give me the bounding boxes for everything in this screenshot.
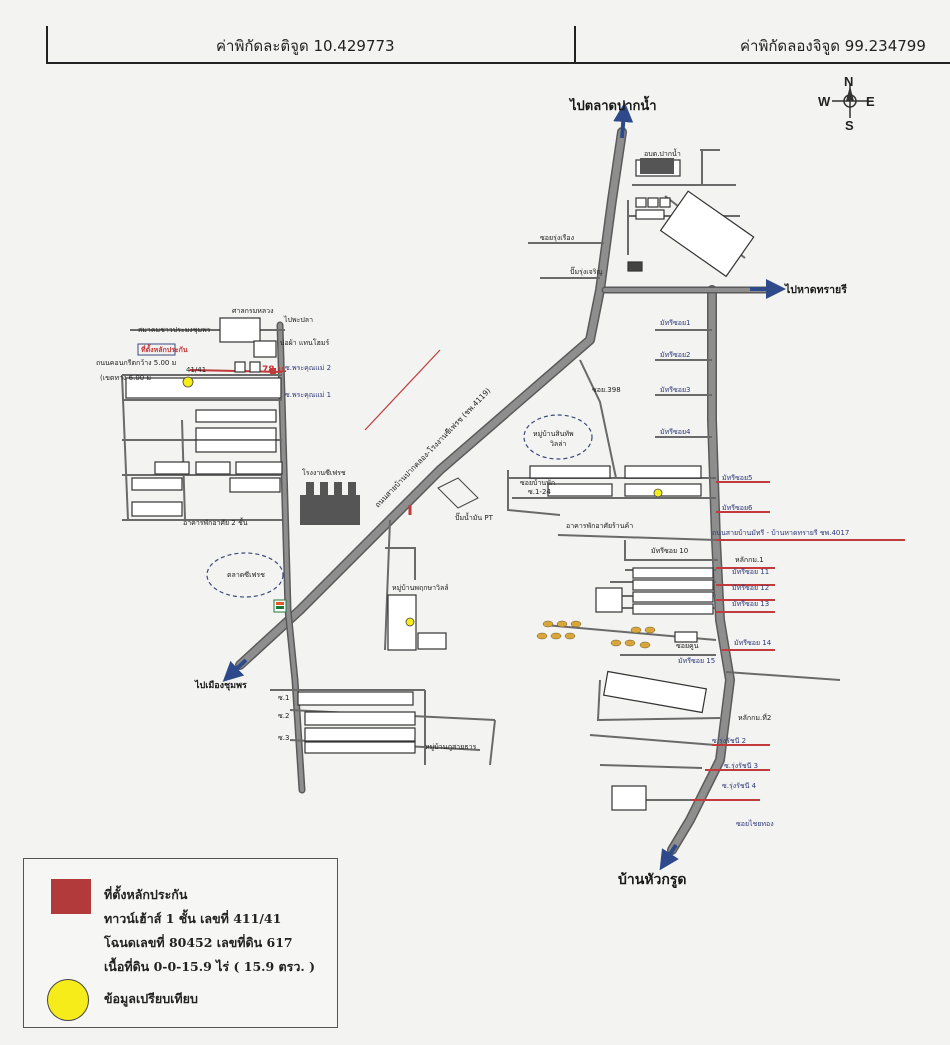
label-to-chumphon: ไปเมืองชุมพร	[194, 679, 247, 691]
label-mattaree-12: มัทรีซอย 12	[732, 584, 769, 592]
label-soi-rung-rueang: ซอยรุ่งเรือง	[540, 234, 574, 242]
label-mattaree-15: มัทรีซอย 15	[678, 657, 715, 665]
label-soi-s1-24: ซ.1-24	[528, 488, 551, 496]
label-mattaree-11: มัทรีซอย 11	[732, 568, 769, 576]
legend-comparison: ข้อมูลเปรียบเทียบ	[104, 991, 198, 1006]
header-divider-left	[46, 26, 48, 62]
label-soi-rung-2: ซ.รุ่งรัชนี 2	[712, 737, 746, 745]
comparison-points	[182, 376, 663, 627]
label-house-no: 41/41	[186, 366, 206, 374]
legend-box: ที่ตั้งหลักประกัน ทาวน์เฮ้าส์ 1 ชั้น เลข…	[23, 858, 338, 1028]
label-samakhom: สมาคมชาวประมงชุมพร	[138, 326, 211, 334]
label-collateral-tag: ที่ตั้งหลักประกัน	[141, 343, 188, 354]
label-factory: โรงงานซีเฟรช	[302, 468, 346, 477]
label-lak-1: หลักกม.1	[735, 556, 764, 564]
label-road-width-2: (เขตทาง 6.00 ม	[100, 374, 151, 382]
label-to-sairee: ไปหาดทรายรี	[784, 283, 847, 296]
major-roads	[235, 127, 772, 855]
label-village-nava: หมู่บ้านพฤกษาวิลล์	[392, 584, 449, 592]
label-sala: ศาลกรมหลวง	[232, 307, 274, 315]
label-road-width-1: ถนนคอนกรีตกว้าง 5.00 ม	[96, 359, 176, 367]
compass-e: E	[866, 94, 875, 109]
red-highlight-roads	[189, 349, 905, 801]
label-mattaree-13: มัทรีซอย 13	[732, 600, 769, 608]
label-soi-rung-3: ซ.รุ่งรัชนี 3	[724, 762, 758, 770]
compass-s: S	[845, 118, 854, 133]
longitude-label: ค่าพิกัดลองจิจูด 99.234799	[740, 37, 926, 55]
label-mattaree-6: มัทรีซอย6	[722, 504, 753, 512]
label-lak-2: หลักกม.ที่2	[738, 713, 771, 722]
label-soi-baan: ซอยบ้านพัก	[520, 479, 555, 487]
label-seven-meter: 78 ม.	[262, 365, 287, 375]
label-obt-paknam: อบต.ปากน้ำ	[644, 147, 681, 158]
label-village-sin-thong: หมู่บ้านสินทัพ	[533, 430, 574, 438]
label-mattaree-3: มัทรีซอย3	[660, 386, 691, 394]
label-mattaree-14: มัทรีซอย 14	[734, 639, 772, 647]
label-soi-chai-thong: ซอยไชยทอง	[736, 819, 774, 828]
compass-rose	[832, 84, 867, 118]
label-so-2: ซ.2	[278, 712, 289, 720]
header-divider-middle	[574, 26, 576, 62]
label-village-phu: หมู่บ้านภูสายธาร	[425, 743, 477, 751]
label-phra-khun-mae-1: ซ.พระคุณแม่ 1	[285, 391, 331, 399]
label-market-seafresh: ตลาดซีเฟรช	[227, 571, 265, 579]
label-mattaree-5: มัทรีซอย5	[722, 474, 753, 482]
label-main-road: ถนนสายบ้านปากคลอง-โรงงานซีเฟรช (ชพ.4119)	[373, 386, 492, 509]
label-soi-rung-4: ซ.รุ่งรัชนี 4	[722, 782, 757, 790]
latitude-label: ค่าพิกัดละติจูด 10.429773	[216, 37, 395, 55]
comparison-swatch	[47, 979, 89, 1021]
label-to-phasa: ไปพะปลา	[283, 315, 313, 324]
label-sai-thong: บ่อผ้า แทนโฮมร์	[280, 338, 329, 347]
temple-icon	[640, 158, 674, 174]
label-building-store: อาคารพักอาศัยร้านค้า	[566, 522, 633, 530]
gas-station-outline	[437, 477, 479, 509]
legend-collateral-title: ที่ตั้งหลักประกัน	[104, 887, 188, 902]
label-soi-398: ซอย.398	[592, 386, 621, 394]
label-to-pak-nam: ไปตลาดปากน้ำ	[568, 95, 657, 114]
tree-marks	[536, 620, 656, 649]
label-mattaree-2: มัทรีซอย2	[660, 351, 691, 359]
legend-line-2: โฉนดเลขที่ 80452 เลขที่ดิน 617	[104, 935, 293, 950]
collateral-location-marker	[137, 343, 276, 374]
label-mattaree-1: มัทรีซอย1	[660, 319, 691, 327]
seven-eleven-icon	[273, 599, 287, 613]
label-so-1: ซ.1	[278, 694, 289, 702]
label-mattaree-10: มัทรีซอย 10	[651, 547, 688, 555]
factory-icon	[300, 482, 360, 525]
dashed-areas	[206, 414, 593, 598]
label-mattaree-4: มัทรีซอย4	[660, 428, 691, 436]
compass-n: N	[844, 74, 853, 89]
label-soi-khu: ซอยคูน	[676, 642, 699, 650]
label-pt-pump: ปั๊มน้ำมัน PT	[455, 511, 494, 522]
collateral-swatch	[51, 879, 91, 914]
compass-w: W	[818, 94, 831, 109]
coordinate-header: ค่าพิกัดละติจูด 10.429773 ค่าพิกัดลองจิจ…	[46, 26, 950, 64]
label-mattaree-road: ถนนสายบ้านมัทรี - บ้านหาดทรายรี ชพ.4017	[712, 529, 849, 537]
direction-arrows	[222, 102, 786, 871]
label-village-sin-thong-2: วิลล่า	[550, 440, 567, 448]
building-blocks	[125, 159, 755, 811]
label-so-3: ซ.3	[278, 734, 289, 742]
label-two-storey: อาคารพักอาศัย 2 ชั้น	[183, 516, 248, 527]
label-phra-khun-mae-2: ซ.พระคุณแม่ 2	[285, 364, 331, 372]
legend-line-1: ทาวน์เฮ้าส์ 1 ชั้น เลขที่ 411/41	[104, 911, 282, 926]
label-to-hua-krud: บ้านหัวกรูด	[618, 872, 687, 888]
legend-line-3: เนื้อที่ดิน 0-0-15.9 ไร่ ( 15.9 ตรว. )	[104, 959, 316, 974]
label-pt-rung-jaroen: ปั๊มรุ่งเจริญ	[570, 266, 602, 276]
